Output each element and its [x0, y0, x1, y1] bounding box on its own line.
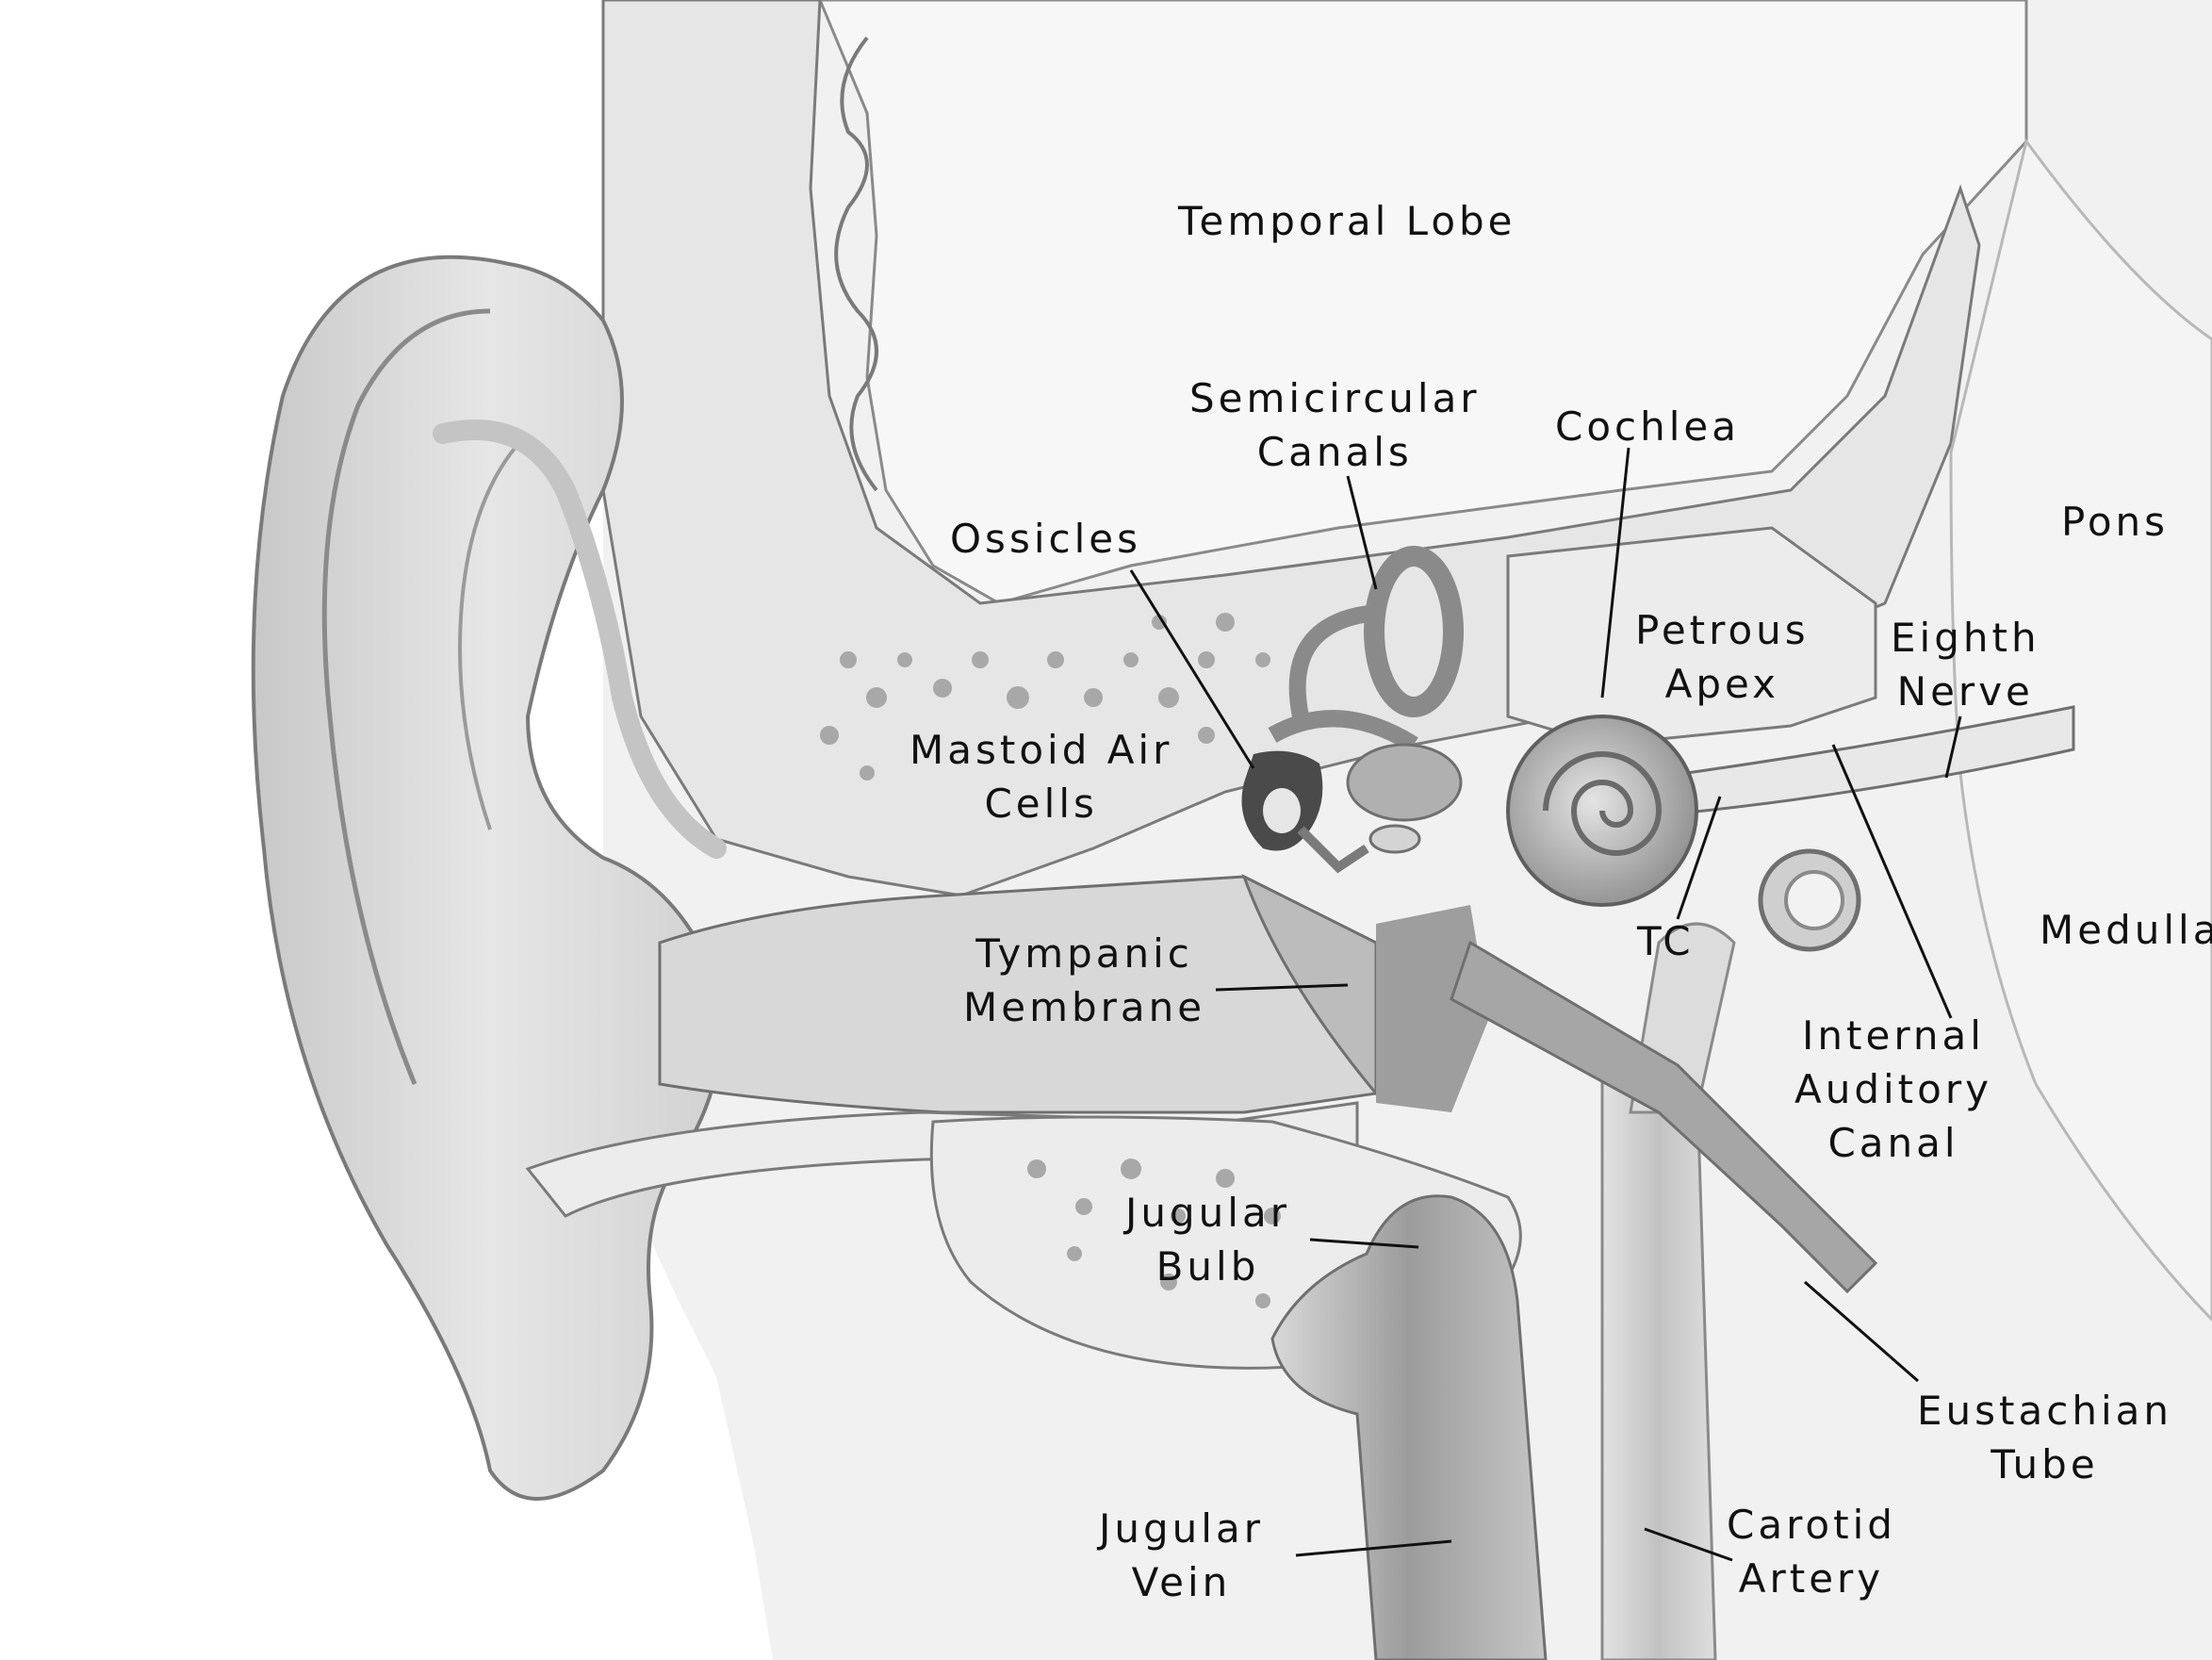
- leader-jugular-bulb: [1309, 1238, 1419, 1249]
- petrous-apex-shape: [1506, 526, 1877, 747]
- label-line: Carotid: [1727, 1502, 1896, 1548]
- leader-carotid-artery: [1644, 1527, 1733, 1562]
- label-eustachian-tube: Eustachian Tube: [1917, 1384, 2172, 1491]
- leader-internal-auditory-canal: [1831, 744, 1953, 1019]
- leader-cochlea: [1600, 447, 1630, 699]
- leader-ossicles: [1129, 569, 1255, 769]
- label-line: Eighth: [1891, 615, 2040, 661]
- label-line: Membrane: [963, 984, 1206, 1030]
- label-line: Nerve: [1896, 668, 2034, 715]
- temporal-lobe-shape: [818, 0, 2028, 605]
- label-mastoid-air-cells: Mastoid Air Cells: [909, 723, 1172, 830]
- label-line: Canals: [1256, 429, 1413, 475]
- label-temporal-lobe: Temporal Lobe: [1178, 198, 1516, 244]
- leader-lines: [1129, 447, 1962, 1562]
- jugular-bulb-cells-texture: [1027, 1159, 1281, 1308]
- label-line: Auditory: [1794, 1066, 1992, 1112]
- label-medulla: Medulla: [2040, 907, 2212, 953]
- label-internal-auditory-canal: Internal Auditory Canal: [1794, 1009, 1992, 1170]
- cochlea-shape: [1506, 715, 1698, 907]
- label-carotid-artery: Carotid Artery: [1727, 1498, 1896, 1605]
- semicircular-canals-shape: [1268, 546, 1464, 752]
- label-line: Petrous: [1635, 607, 1810, 653]
- leader-tympanic-membrane: [1215, 983, 1349, 992]
- label-line: Canal: [1827, 1120, 1959, 1166]
- carotid-artery-shape: [1600, 1063, 1717, 1660]
- label-pons: Pons: [2061, 499, 2170, 545]
- brainstem-shape: [1949, 138, 2212, 1323]
- label-line: Tympanic: [975, 930, 1193, 977]
- label-line: Apex: [1664, 661, 1780, 707]
- label-tympanic-membrane: Tympanic Membrane: [963, 927, 1205, 1034]
- label-semicircular-canals: Semicircular Canals: [1189, 371, 1481, 479]
- label-petrous-apex: Petrous Apex: [1635, 603, 1810, 711]
- mastoid-air-cells-texture: [820, 613, 1270, 781]
- label-line: Jugular: [1125, 1190, 1290, 1236]
- label-eighth-nerve: Eighth Nerve: [1891, 611, 2040, 718]
- leader-eustachian-tube: [1804, 1280, 1919, 1383]
- label-line: Cells: [984, 781, 1098, 827]
- label-jugular-vein: Jugular Vein: [1099, 1502, 1264, 1609]
- brain-gyri: [834, 36, 878, 492]
- label-line: Eustachian: [1917, 1388, 2172, 1434]
- label-line: Bulb: [1155, 1243, 1260, 1290]
- label-line: Internal: [1802, 1012, 1985, 1059]
- ossicles-shape: [1241, 750, 1421, 874]
- label-line: Artery: [1738, 1555, 1885, 1602]
- middle-ear-cavity: [1376, 905, 1489, 1112]
- label-cochlea: Cochlea: [1555, 403, 1740, 450]
- leader-jugular-vein: [1295, 1539, 1452, 1557]
- label-tc: TC: [1637, 918, 1695, 964]
- vestibule-shape: [1346, 743, 1463, 822]
- label-line: Semicircular: [1189, 375, 1481, 421]
- eustachian-tube-shape: [1450, 940, 1878, 1294]
- leader-eighth-nerve: [1944, 715, 1962, 779]
- label-ossicles: Ossicles: [950, 516, 1141, 562]
- antihelix-fold: [458, 432, 530, 830]
- eighth-nerve-shape: [1685, 705, 2075, 814]
- cartilage-band: [433, 419, 727, 859]
- label-line: Vein: [1131, 1559, 1232, 1605]
- label-line: Jugular: [1099, 1505, 1264, 1552]
- leader-semicircular-canals: [1346, 475, 1378, 590]
- label-line: Mastoid Air: [909, 727, 1173, 773]
- jugular-vein-shape: [1270, 1194, 1548, 1660]
- label-jugular-bulb: Jugular Bulb: [1125, 1186, 1290, 1293]
- helix-fold: [321, 308, 491, 1085]
- leader-tc: [1676, 796, 1722, 920]
- label-line: Tube: [1991, 1441, 2099, 1487]
